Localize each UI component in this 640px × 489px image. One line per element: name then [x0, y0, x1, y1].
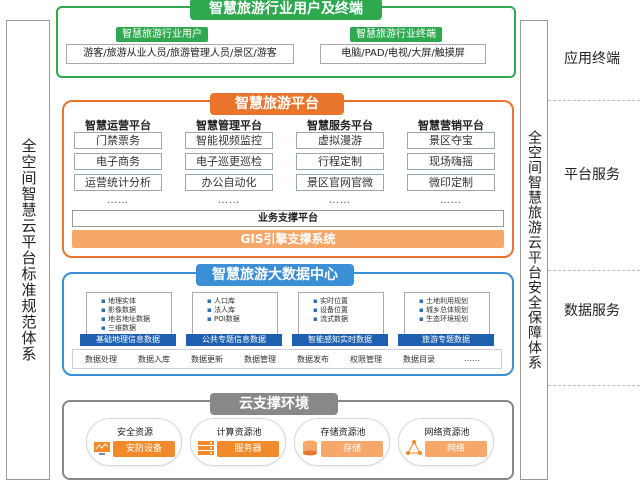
data-card-item: 地理实体 [101, 297, 171, 306]
platform-module: 运营统计分析 [74, 174, 162, 191]
cloud-resource-title: 计算资源池 [216, 428, 262, 438]
server-icon [197, 439, 215, 457]
cloud-resource: 安全资源安防设备 [86, 418, 182, 466]
data-card-item: POI数据 [207, 315, 277, 324]
label-platform-service: 平台服务 [564, 167, 620, 183]
standards-system-bar: 全空间智慧云平台标准规范体系 [6, 20, 50, 480]
platform-more: …… [329, 195, 351, 206]
label-app-terminal: 应用终端 [564, 51, 620, 67]
platform-module: 微印定制 [407, 174, 495, 191]
gis-engine-system: GIS引擎支撑系统 [72, 230, 504, 248]
data-card-item: 人口库 [207, 297, 277, 306]
data-process-bar [72, 349, 502, 369]
data-card-item: 实时位置 [313, 297, 383, 306]
data-card-item: 流式数据 [313, 315, 383, 324]
data-card-item: 三维数据 [101, 324, 171, 333]
platform-module: 虚拟漫游 [296, 132, 384, 149]
platform-module: 景区夺宝 [407, 132, 495, 149]
cloud-resource-label: 存储 [321, 441, 383, 457]
data-process-item: 数据入库 [138, 355, 170, 364]
data-card-item: 土地利用规划 [419, 297, 489, 306]
cloud-resource-title: 网络资源池 [424, 428, 470, 438]
monitor-icon [93, 439, 111, 457]
data-card-caption: 基础地理信息数据 [80, 334, 176, 346]
data-card: 地理实体影像数据地名地址数据三维数据 [86, 292, 172, 338]
platform-module: 景区官网官微 [296, 174, 384, 191]
data-card-item: 城乡总体规划 [419, 306, 489, 315]
platform-module: 办公自动化 [185, 174, 273, 191]
storage-icon [301, 439, 319, 457]
data-card-item: 地名地址数据 [101, 315, 171, 324]
platform-module: 门禁票务 [74, 132, 162, 149]
cloud-resource: 计算资源池服务器 [190, 418, 286, 466]
data-card-item: 法人库 [207, 306, 277, 315]
data-card-caption: 公共专题信息数据 [186, 334, 282, 346]
platform-more: …… [107, 195, 129, 206]
standards-system-label: 全空间智慧云平台标准规范体系 [19, 138, 38, 362]
data-process-item: 数据发布 [297, 355, 329, 364]
data-card-caption: 智能感知实时数据 [292, 334, 388, 346]
data-process-item: 数据管理 [244, 355, 276, 364]
data-card-item: 影像数据 [101, 306, 171, 315]
platform-column-head: 智慧营销平台 [418, 119, 484, 132]
platform-column-head: 智慧运营平台 [85, 119, 151, 132]
cloud-resource-label: 服务器 [217, 441, 279, 457]
divider [548, 270, 640, 271]
cloud-resource-title: 安全资源 [116, 428, 153, 438]
platform-more: …… [440, 195, 462, 206]
data-process-item: 数据处理 [85, 355, 117, 364]
cloud-resource-label: 网络 [425, 441, 487, 457]
industry-users-text: 游客/旅游从业人员/旅游管理人员/景区/游客 [66, 44, 294, 64]
data-card-item: 设备位置 [313, 306, 383, 315]
network-icon [405, 439, 423, 457]
security-system-bar: 全空间智慧旅游云平台安全保障体系 [520, 20, 548, 480]
data-card: 人口库法人库POI数据 [192, 292, 278, 338]
data-process-item: 数据目录 [403, 355, 435, 364]
platform-module: 电子商务 [74, 153, 162, 170]
data-card-item: 生态环境规划 [419, 315, 489, 324]
divider [548, 100, 640, 101]
data-card-caption: 旅游专题数据 [398, 334, 494, 346]
industry-terminals-text: 电脑/PAD/电视/大屏/触摸屏 [320, 44, 486, 64]
data-card: 土地利用规划城乡总体规划生态环境规划 [404, 292, 490, 338]
data-process-item: 权限管理 [350, 355, 382, 364]
platform-column-head: 智慧服务平台 [307, 119, 373, 132]
platform-column-head: 智慧管理平台 [196, 119, 262, 132]
data-process-item: 数据更新 [191, 355, 223, 364]
platform-module: 电子巡更巡检 [185, 153, 273, 170]
label-data-service: 数据服务 [564, 303, 620, 319]
platform-more: …… [218, 195, 240, 206]
platform-module: 现场嗨摇 [407, 153, 495, 170]
platform-module: 行程定制 [296, 153, 384, 170]
industry-users-tag: 智慧旅游行业用户 [116, 27, 208, 42]
cloud-resource-title: 存储资源池 [320, 428, 366, 438]
users-terminals-title: 智慧旅游行业用户及终端 [190, 0, 382, 20]
industry-terminals-tag: 智慧旅游行业终端 [350, 27, 442, 42]
data-card: 实时位置设备位置流式数据 [298, 292, 384, 338]
cloud-resource-label: 安防设备 [113, 441, 175, 457]
data-process-item: …… [464, 354, 480, 363]
cloud-support-title: 云支撑环境 [210, 393, 338, 415]
business-support-platform: 业务支撑平台 [72, 210, 504, 227]
tourism-platform-title: 智慧旅游平台 [210, 93, 344, 115]
cloud-resource: 网络资源池网络 [398, 418, 494, 466]
cloud-resource: 存储资源池存储 [294, 418, 390, 466]
security-system-label: 全空间智慧旅游云平台安全保障体系 [526, 130, 542, 370]
platform-module: 智能视频监控 [185, 132, 273, 149]
big-data-center-title: 智慧旅游大数据中心 [196, 264, 354, 286]
divider [548, 385, 640, 386]
